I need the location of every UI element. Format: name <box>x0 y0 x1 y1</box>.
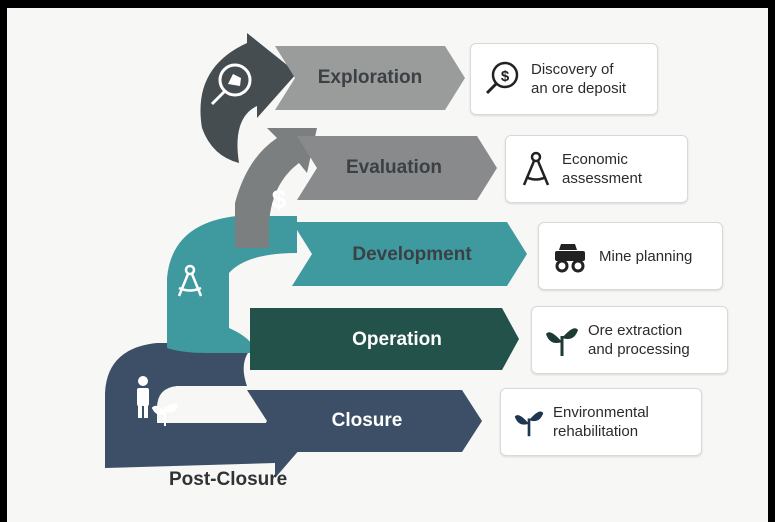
card-line: Economic <box>562 151 628 168</box>
development-arrow <box>292 222 527 286</box>
lifecycle-diagram: $ <box>105 33 527 478</box>
stage-label-closure: Closure <box>331 410 403 431</box>
post-closure-label: Post-Closure <box>169 469 288 490</box>
closure-arrow <box>247 390 482 452</box>
evaluation-curve <box>235 128 317 248</box>
svg-text:$: $ <box>501 68 510 85</box>
card-environmental-text: Environmental rehabilitation <box>553 403 649 441</box>
card-discovery-text: Discovery of an ore deposit <box>531 60 626 98</box>
card-line: and processing <box>588 341 690 358</box>
card-economic: Economic assessment <box>505 135 688 203</box>
card-line: Ore extraction <box>588 322 683 339</box>
card-line: Environmental <box>553 404 649 421</box>
card-ore-extraction-text: Ore extraction and processing <box>588 321 690 359</box>
stage-label-development: Development <box>352 244 472 265</box>
diagram-canvas: $ Exploration Evaluation Development Ope… <box>7 8 768 522</box>
svg-text:$: $ <box>272 184 287 214</box>
search-dollar-icon: $ <box>483 59 523 99</box>
development-curve <box>167 216 297 353</box>
card-mine-planning: Mine planning <box>538 222 723 290</box>
sprout-icon <box>544 322 580 358</box>
compass-icon <box>177 264 203 297</box>
exploration-arrow <box>275 46 465 110</box>
operation-arrow <box>250 308 519 370</box>
exploration-curve <box>200 33 297 163</box>
stage-label-operation: Operation <box>352 329 442 350</box>
card-line: Mine planning <box>599 247 693 265</box>
sprout-icon <box>513 406 545 438</box>
evaluation-arrow <box>297 136 497 200</box>
dollar-icon: $ <box>272 184 287 214</box>
card-economic-text: Economic assessment <box>562 150 642 188</box>
card-line: an ore deposit <box>531 80 627 97</box>
card-ore-extraction: Ore extraction and processing <box>531 306 728 374</box>
stage-label-exploration: Exploration <box>317 67 423 88</box>
card-mine-planning-text: Mine planning <box>599 247 692 266</box>
card-line: rehabilitation <box>553 423 639 440</box>
magnifier-rock-icon <box>210 63 252 106</box>
card-environmental: Environmental rehabilitation <box>500 388 702 456</box>
card-line: assessment <box>562 170 643 187</box>
person-plant-icon <box>137 376 179 426</box>
card-discovery: $ Discovery of an ore deposit <box>470 43 658 115</box>
mine-cart-icon <box>551 238 591 274</box>
card-line: Discovery of <box>531 61 614 78</box>
stage-label-evaluation: Evaluation <box>345 157 443 178</box>
compass-icon <box>518 149 554 189</box>
